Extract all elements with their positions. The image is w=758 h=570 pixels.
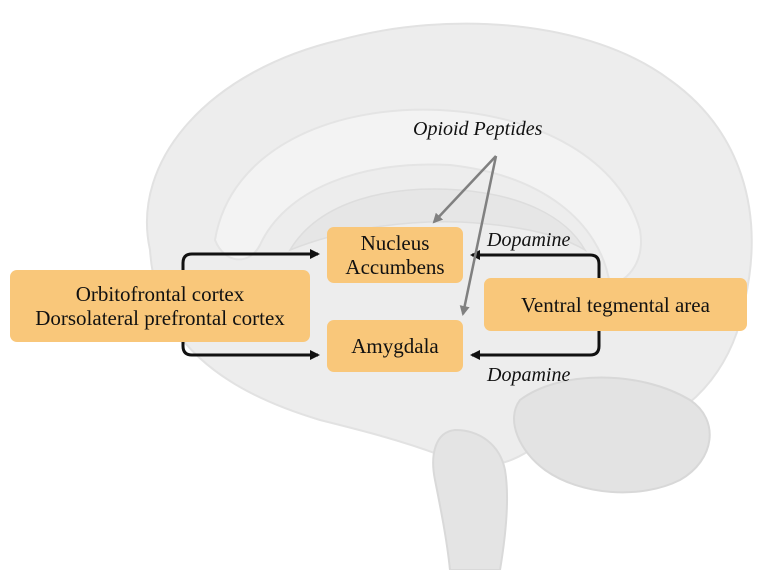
label-dopamine-bottom: Dopamine <box>487 364 570 387</box>
node-ofc-line-1: Orbitofrontal cortex <box>35 282 285 306</box>
arrow-ofc-to-nacc <box>183 254 318 270</box>
node-orbitofrontal-cortex: Orbitofrontal cortex Dorsolateral prefro… <box>10 270 310 342</box>
node-nacc-line-2: Accumbens <box>345 255 444 279</box>
arrow-vta-to-amygdala <box>472 331 599 355</box>
node-nacc-line-1: Nucleus <box>345 231 444 255</box>
arrow-vta-to-nacc <box>472 255 599 278</box>
node-amygdala-label: Amygdala <box>351 334 438 358</box>
node-ventral-tegmental-area: Ventral tegmental area <box>484 278 747 331</box>
label-opioid-peptides: Opioid Peptides <box>413 118 542 141</box>
node-amygdala: Amygdala <box>327 320 463 372</box>
node-nucleus-accumbens: Nucleus Accumbens <box>327 227 463 283</box>
label-dopamine-top: Dopamine <box>487 229 570 252</box>
arrow-opioid-to-nacc <box>434 156 496 222</box>
arrow-ofc-to-amygdala <box>183 342 318 355</box>
node-ofc-line-2: Dorsolateral prefrontal cortex <box>35 306 285 330</box>
node-vta-label: Ventral tegmental area <box>521 293 710 317</box>
